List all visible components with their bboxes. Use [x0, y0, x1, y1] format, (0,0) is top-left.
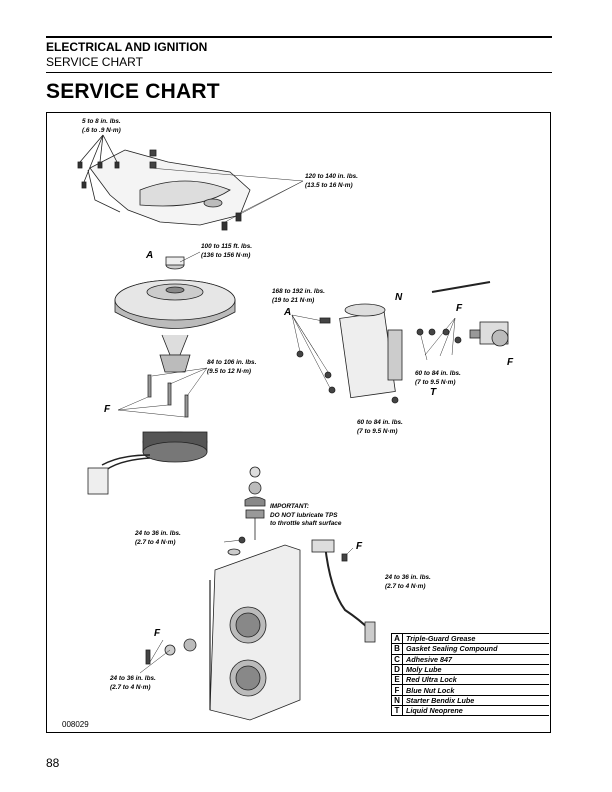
flywheel-cover: [87, 149, 251, 226]
ref-letter: N: [395, 292, 403, 303]
figure-number: 008029: [62, 720, 89, 729]
legend-key: D: [391, 663, 403, 676]
starter-motor: [339, 303, 403, 399]
legend-key: N: [391, 694, 403, 707]
page-number: 88: [46, 756, 60, 770]
solenoid: [469, 321, 509, 347]
ref-letter: F: [456, 303, 463, 314]
ref-letter: A: [284, 307, 292, 318]
torque-callout: 168 to 192 in. lbs.(19 to 21 N·m): [272, 288, 325, 304]
title-rule: [46, 72, 552, 73]
ref-letter: F: [356, 541, 363, 552]
legend-value: Red Ultra Lock: [402, 674, 549, 686]
section-title: ELECTRICAL AND IGNITION: [46, 40, 208, 54]
subsection-title: SERVICE CHART: [46, 55, 143, 69]
legend-key: B: [391, 643, 403, 655]
legend-value: Blue Nut Lock: [402, 684, 549, 696]
legend-value: Adhesive 847: [402, 653, 549, 665]
torque-callout: 24 to 36 in. lbs.(2.7 to 4 N·m): [135, 530, 181, 546]
legend-value: Gasket Sealing Compound: [402, 643, 549, 655]
legend-value: Starter Bendix Lube: [402, 694, 549, 707]
legend-value: Moly Lube: [402, 663, 549, 676]
torque-callout: 100 to 115 ft. lbs.(136 to 156 N·m): [201, 243, 253, 259]
ref-letter: F: [507, 357, 514, 368]
stator: [87, 431, 208, 495]
cover-screws: [77, 134, 120, 189]
torque-callout: 84 to 106 in. lbs.(9.5 to 12 N·m): [207, 359, 257, 375]
ref-letter: A: [146, 250, 154, 261]
figure-frame: [46, 112, 551, 733]
ref-letter: F: [104, 404, 111, 415]
torque-callout: 60 to 84 in. lbs.(7 to 9.5 N·m): [415, 370, 461, 386]
legend-value: Liquid Neoprene: [402, 705, 549, 717]
torque-callout: 24 to 36 in. lbs.(2.7 to 4 N·m): [110, 675, 156, 691]
legend-key: T: [391, 705, 403, 717]
header-rule: [46, 36, 552, 38]
page-title: SERVICE CHART: [46, 80, 220, 103]
legend-value: Triple-Guard Grease: [402, 632, 549, 645]
torque-callout: 120 to 140 in. lbs.(13.5 to 16 N·m): [305, 173, 358, 189]
legend-key: C: [391, 653, 403, 665]
legend-key: F: [391, 684, 403, 696]
torque-callout: 60 to 84 in. lbs.(7 to 9.5 N·m): [357, 419, 403, 435]
torque-callout: 24 to 36 in. lbs.(2.7 to 4 N·m): [385, 574, 431, 590]
legend-key: E: [391, 674, 403, 686]
flywheel: [114, 279, 236, 329]
throttle-position-sensor: [244, 466, 266, 540]
ref-letter: T: [430, 387, 437, 398]
throttle-body: [209, 544, 301, 721]
torque-callout: 5 to 8 in. lbs.(.6 to .9 N·m): [82, 118, 121, 134]
legend-key: A: [391, 632, 403, 645]
ref-letter: F: [154, 628, 161, 639]
